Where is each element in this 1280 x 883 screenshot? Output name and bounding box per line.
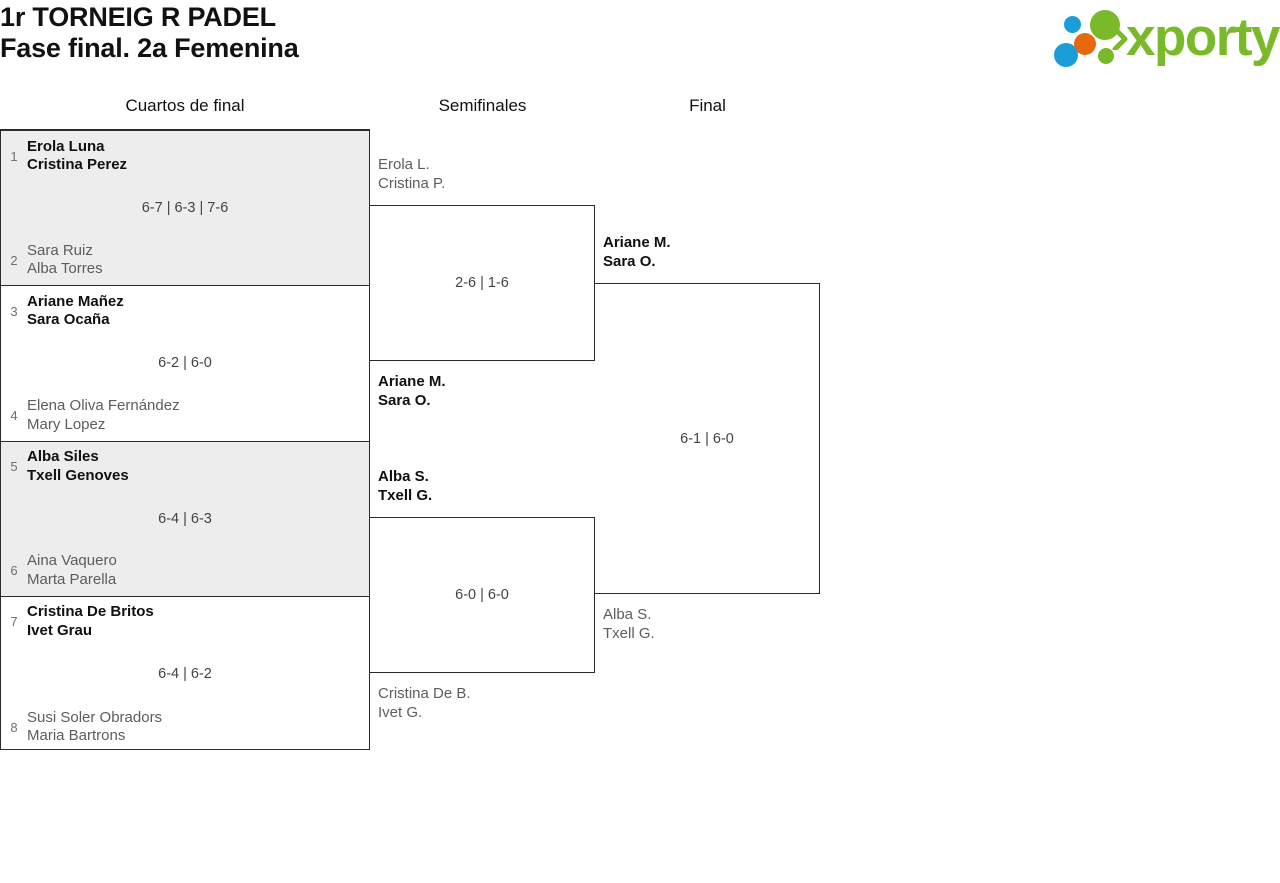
player-name-2: Alba Torres [27,260,103,278]
player-name-1: Ariane M. [603,234,671,251]
round-headers: Cuartos de final Semifinales Final [0,96,1280,122]
logo-chevron-icon [1112,28,1128,50]
match-slot-top[interactable]: Erola L. Cristina P. [378,156,593,193]
tournament-phase: Fase final. 2a Femenina [0,33,299,63]
seed-number: 7 [10,614,18,630]
team-name: Aina Vaquero Marta Parella [27,552,117,589]
tournament-bracket: 1 Erola Luna Cristina Perez 6-7 | 6-3 | … [0,129,1280,769]
match-slot-top[interactable]: Ariane M. Sara O. [603,234,818,271]
player-name-2: Mary Lopez [27,415,106,433]
match-score: 6-2 | 6-0 [158,355,212,372]
player-name-1: Alba S. [378,468,429,485]
team-name: Erola Luna Cristina Perez [27,138,127,175]
logo-dot-blue-large [1054,43,1078,67]
seed-number: 8 [10,719,18,735]
round-header-final: Final [689,96,726,115]
seed-number: 3 [10,303,18,319]
match-slot-top[interactable]: 1 Erola Luna Cristina Perez [1,131,369,181]
player-name-1: Cristina De Britos [27,603,154,621]
match-slot-bottom[interactable]: Alba S. Txell G. [603,606,818,643]
player-name-1: Erola L. [378,156,430,173]
team-name: Ariane Mañez Sara Ocaña [27,293,124,330]
match-sf-1[interactable]: Erola L. Cristina P. 2-6 | 1-6 Ariane M.… [370,156,595,409]
seed-number: 5 [10,459,18,474]
round-header-quarterfinals: Cuartos de final [125,96,245,115]
player-name-1: Ariane Mañez [27,292,124,310]
match-qf-2[interactable]: 3 Ariane Mañez Sara Ocaña 6-2 | 6-0 4 El… [1,286,369,442]
match-score: 2-6 | 1-6 [455,275,509,291]
player-name-2: Marta Parella [27,570,117,588]
quarterfinals-column: 1 Erola Luna Cristina Perez 6-7 | 6-3 | … [0,129,370,750]
match-slot-bottom[interactable]: 4 Elena Oliva Fernández Mary Lopez [1,391,369,441]
seed-number: 1 [10,148,18,164]
player-name-2: Sara O. [378,391,431,409]
logo-wordmark: xporty [1126,8,1280,67]
player-name-2: Sara Ocaña [27,311,110,329]
team-name: Alba Siles Txell Genoves [27,448,129,485]
page-header: 1r TORNEIG R PADEL Fase final. 2a Femeni… [0,0,1280,92]
logo-dot-green-small [1098,48,1114,64]
team-name: Susi Soler Obradors Maria Bartrons [27,709,162,746]
player-name-2: Maria Bartrons [27,727,126,744]
match-score: 6-1 | 6-0 [680,430,734,447]
match-final[interactable]: Ariane M. Sara O. 6-1 | 6-0 Alba S. Txel… [595,234,820,642]
match-slot-bottom[interactable]: Ariane M. Sara O. [378,373,593,410]
tournament-name: 1r TORNEIG R PADEL [0,2,276,32]
page-title: 1r TORNEIG R PADEL Fase final. 2a Femeni… [0,2,299,64]
player-name-1: Cristina De B. [378,685,471,702]
player-name-2: Txell G. [603,624,655,642]
logo-dots-icon [1054,10,1130,67]
player-name-2: Ivet Grau [27,621,93,639]
match-score: 6-4 | 6-3 [158,510,212,527]
match-slot-top[interactable]: 5 Alba Siles Txell Genoves [1,442,369,492]
match-score: 6-7 | 6-3 | 7-6 [141,200,229,217]
team-name: Cristina De Britos Ivet Grau [27,603,154,640]
match-qf-1[interactable]: 1 Erola Luna Cristina Perez 6-7 | 6-3 | … [1,131,369,287]
match-score: 6-4 | 6-2 [158,666,212,683]
player-name-2: Txell G. [378,486,433,504]
match-slot-top[interactable]: Alba S. Txell G. [378,468,593,505]
team-name: Sara Ruiz Alba Torres [27,242,103,279]
player-name-1: Sara Ruiz [27,241,93,259]
match-slot-top[interactable]: 7 Cristina De Britos Ivet Grau [1,597,369,647]
player-name-1: Aina Vaquero [27,552,117,570]
match-slot-bottom[interactable]: Cristina De B. Ivet G. [378,685,593,722]
player-name-1: Ariane M. [378,373,446,390]
logo-dot-blue-small [1064,16,1081,33]
logo-dot-green-large [1090,10,1120,40]
team-name: Elena Oliva Fernández Mary Lopez [27,397,180,434]
player-name-2: Cristina P. [378,174,446,192]
player-name-2: Sara O. [603,252,656,270]
seed-number: 6 [10,563,18,579]
player-name-1: Elena Oliva Fernández [27,397,180,414]
player-name-2: Ivet G. [378,703,423,721]
seed-number: 2 [10,252,18,268]
match-sf-2[interactable]: Alba S. Txell G. 6-0 | 6-0 Cristina De B… [370,468,595,721]
player-name-2: Txell Genoves [27,466,129,484]
match-slot-bottom[interactable]: 6 Aina Vaquero Marta Parella [1,546,369,596]
match-qf-4[interactable]: 7 Cristina De Britos Ivet Grau 6-4 | 6-2… [1,597,369,752]
seed-number: 4 [10,408,18,423]
match-slot-top[interactable]: 3 Ariane Mañez Sara Ocaña [1,286,369,336]
xporty-logo[interactable]: xporty [1048,6,1280,68]
match-score: 6-0 | 6-0 [455,587,509,603]
match-slot-bottom[interactable]: 8 Susi Soler Obradors Maria Bartrons [1,702,369,752]
player-name-1: Erola Luna [27,137,105,155]
player-name-1: Alba Siles [27,448,99,465]
match-qf-3[interactable]: 5 Alba Siles Txell Genoves 6-4 | 6-3 6 A… [1,441,369,597]
player-name-1: Alba S. [603,606,652,623]
player-name-2: Cristina Perez [27,156,128,173]
logo-dot-orange [1074,33,1096,55]
round-header-semifinals: Semifinales [438,96,527,115]
player-name-1: Susi Soler Obradors [27,708,163,726]
match-slot-bottom[interactable]: 2 Sara Ruiz Alba Torres [1,235,369,285]
